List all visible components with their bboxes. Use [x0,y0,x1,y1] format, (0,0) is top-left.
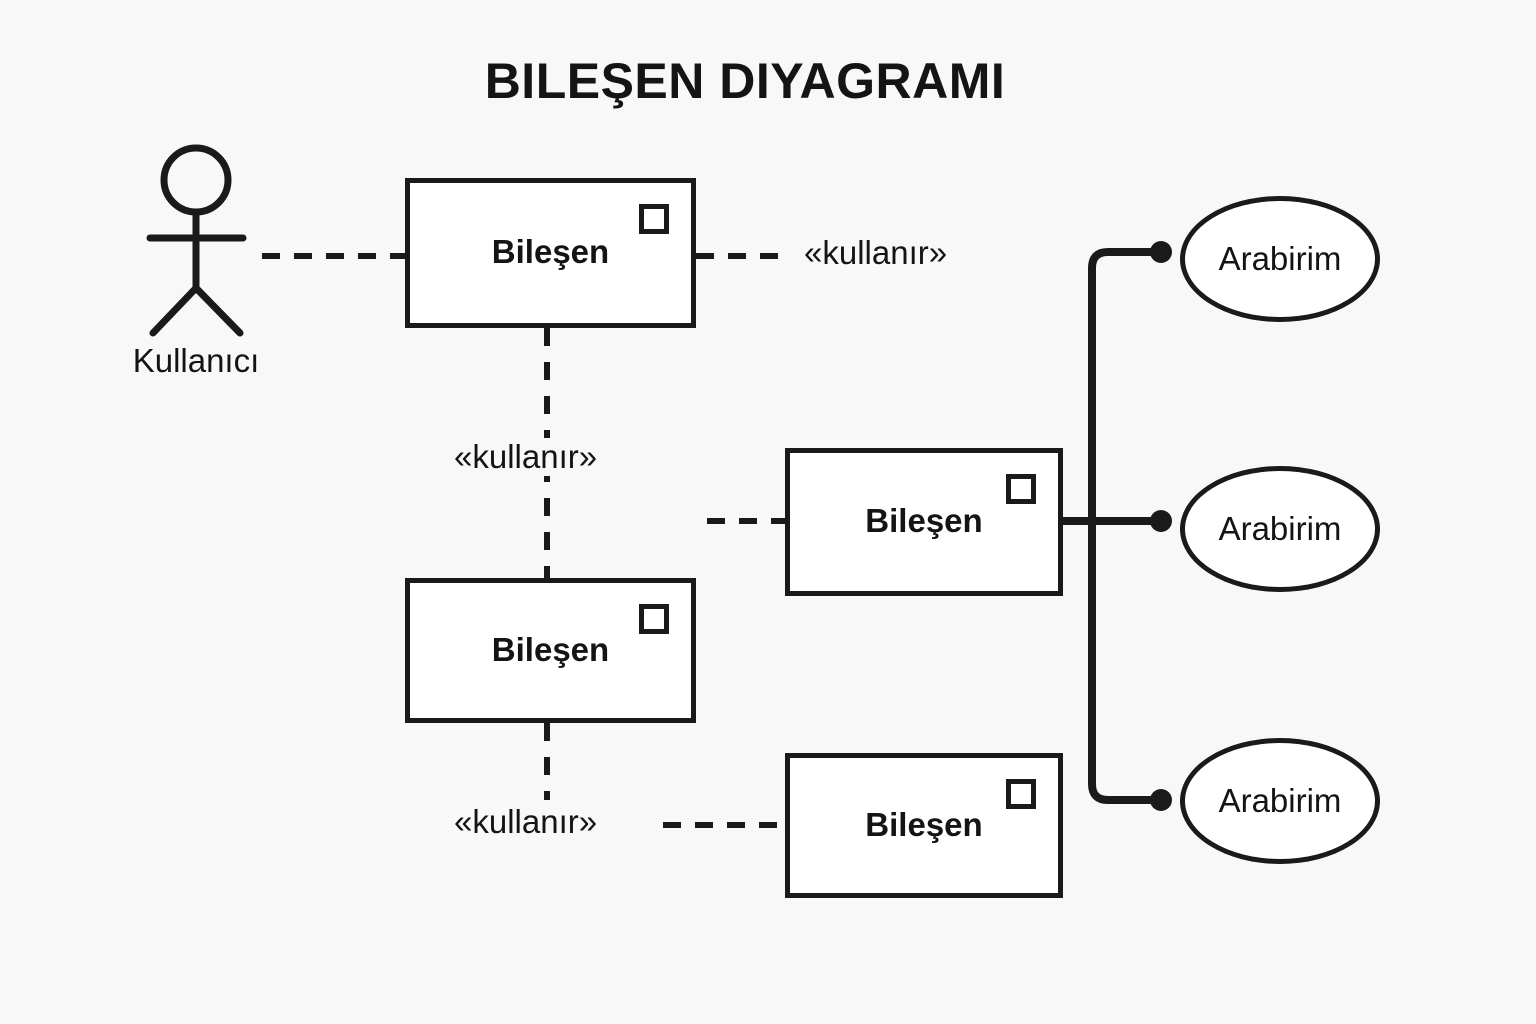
interface-trunk-connector [1059,248,1164,804]
component-box-4[interactable]: Bileşen [785,753,1063,898]
component-square-icon [639,204,669,234]
component-label-3: Bileşen [491,630,610,668]
interface-label-3: Arabirim [1218,782,1342,819]
component-label-4: Bileşen [865,805,983,843]
interface-node-1[interactable]: Arabirim [1180,196,1380,322]
interface-node-2[interactable]: Arabirim [1180,466,1380,592]
component-label-1: Bileşen [491,233,610,270]
diagram-title: BILEŞEN DIYAGRAMI [484,53,1006,109]
stereotype-label-kullanir-1: «kullanır» [800,234,952,272]
stereotype-label-kullanir-3: «kullanır» [450,803,602,841]
component-label-2: Bileşen [865,502,983,539]
stereotype-label-kullanir-2: «kullanır» [450,438,602,476]
component-box-1[interactable]: Bileşen [405,178,696,328]
interface-ball-icon-2 [1150,510,1172,532]
component-box-3[interactable]: Bileşen [405,578,696,723]
interface-ball-icon-1 [1150,241,1172,263]
interface-node-3[interactable]: Arabirim [1180,738,1380,864]
stick-figure-actor-icon [146,144,247,337]
interface-label-2: Arabirim [1218,510,1342,547]
component-square-icon [1006,779,1036,809]
component-square-icon [1006,474,1036,504]
interface-label-1: Arabirim [1218,240,1342,277]
component-box-2[interactable]: Bileşen [785,448,1063,596]
component-square-icon [639,604,669,634]
interface-ball-icon-3 [1150,789,1172,811]
actor-label-kullanici: Kullanıcı [132,342,260,379]
